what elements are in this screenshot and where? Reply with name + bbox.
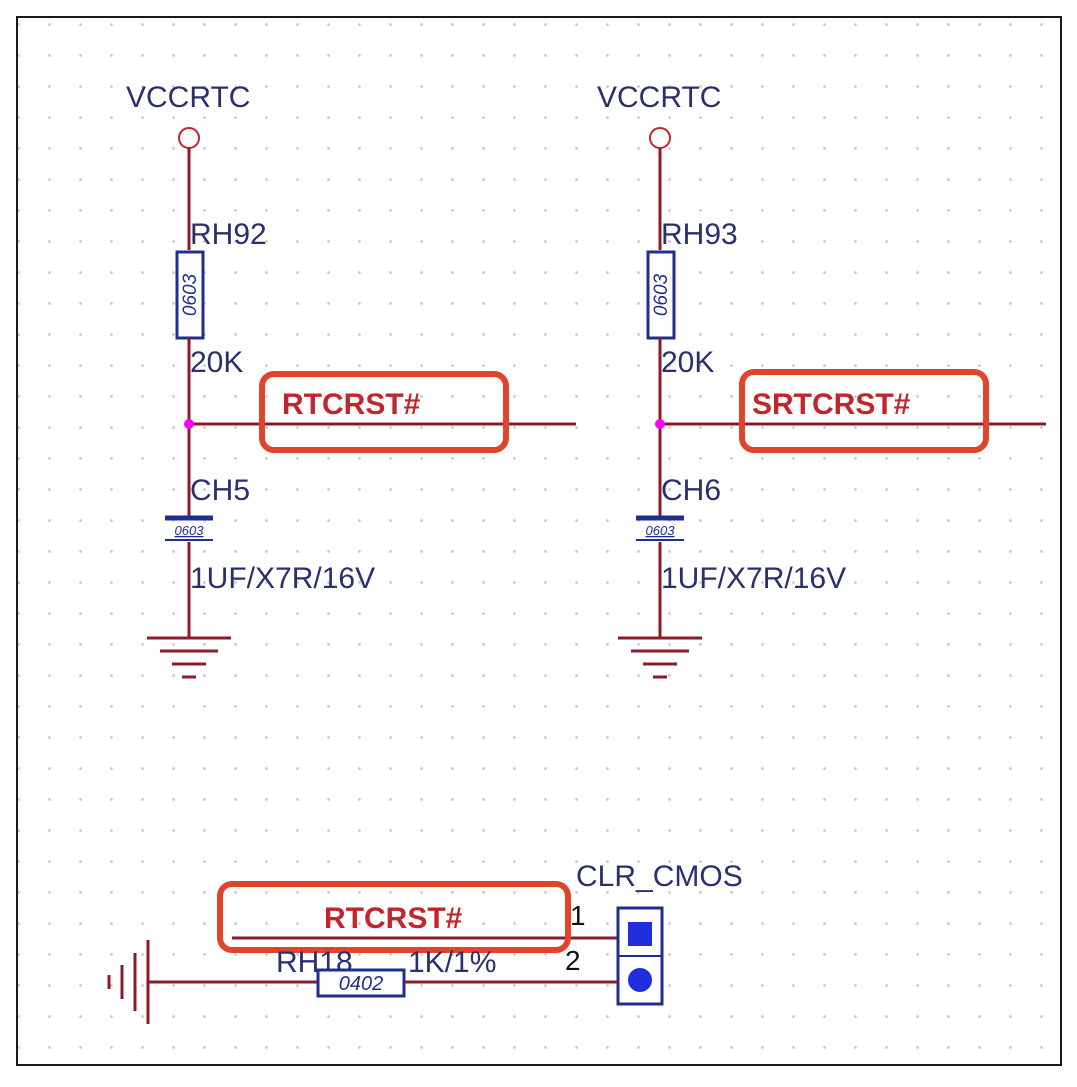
- left-power-port-icon: [178, 127, 200, 149]
- right-resistor-value: 20K: [661, 346, 714, 379]
- jumper-label: CLR_CMOS: [576, 860, 743, 893]
- right-resistor-package: 0603: [651, 273, 672, 316]
- left-ground-icon: [147, 636, 231, 679]
- right-capacitor-value: 1UF/X7R/16V: [661, 562, 846, 595]
- bottom-ground-icon: [107, 940, 150, 1024]
- bottom-resistor-value: 1K/1%: [408, 946, 496, 979]
- bottom-net-label: RTCRST#: [324, 902, 463, 935]
- right-capacitor-ref: CH6: [661, 474, 721, 507]
- right-capacitor-package: 0603: [646, 523, 676, 538]
- bottom-resistor-package: 0402: [339, 973, 384, 995]
- left-power-label: VCCRTC: [126, 81, 250, 114]
- right-ground-icon: [618, 636, 702, 679]
- bottom-net-highlight: [217, 881, 571, 953]
- left-net-label: RTCRST#: [282, 388, 421, 421]
- right-junction-dot: [655, 419, 665, 429]
- left-capacitor-value: 1UF/X7R/16V: [190, 562, 375, 595]
- bottom-circuit: CLR_CMOS RTCRST# 1 2 RH18 1K/1% 0402: [107, 860, 743, 1024]
- left-circuit: VCCRTC RH92 0603 20K RTCRST# CH5 0603 1U…: [126, 81, 576, 679]
- right-net-highlight: [739, 369, 989, 453]
- left-resistor-package: 0603: [180, 273, 201, 316]
- right-net-label: SRTCRST#: [752, 388, 911, 421]
- jumper-icon: [616, 906, 664, 1006]
- right-power-label: VCCRTC: [597, 81, 721, 114]
- right-resistor-ref: RH93: [661, 218, 738, 251]
- right-circuit: VCCRTC RH93 0603 20K SRTCRST# CH6 0603 1…: [597, 81, 1046, 679]
- left-net-highlight: [259, 371, 509, 453]
- right-resistor-icon: [646, 250, 676, 340]
- left-junction-dot: [184, 419, 194, 429]
- left-resistor-value: 20K: [190, 346, 243, 379]
- jumper-pin1-label: 1: [570, 900, 586, 931]
- jumper-pin2-label: 2: [565, 945, 581, 976]
- left-capacitor-ref: CH5: [190, 474, 250, 507]
- left-resistor-ref: RH92: [190, 218, 267, 251]
- right-power-port-icon: [649, 127, 671, 149]
- left-capacitor-package: 0603: [175, 523, 205, 538]
